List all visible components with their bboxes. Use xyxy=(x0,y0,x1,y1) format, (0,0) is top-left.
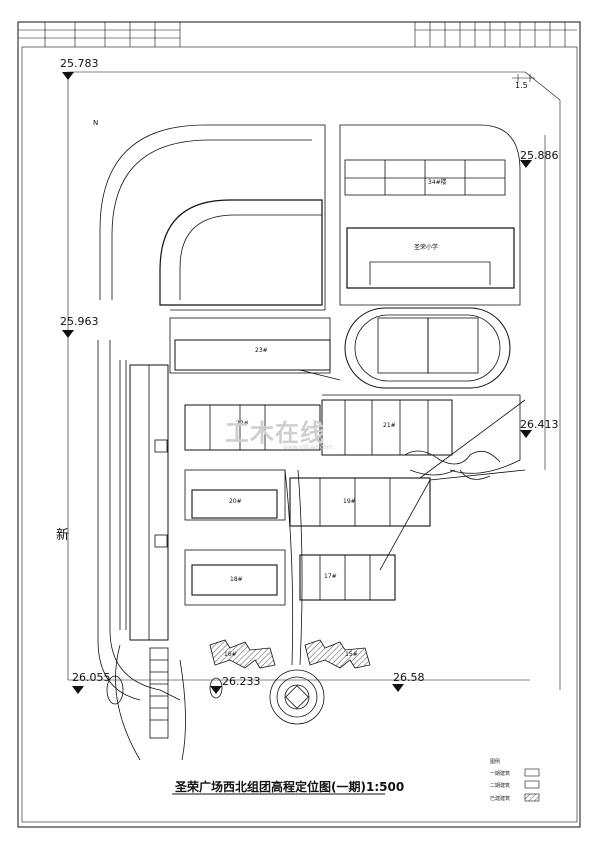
elevation-arrow xyxy=(210,686,222,694)
drawing-title: 圣荣广场西北组团高程定位图(一期)1:500 xyxy=(175,780,405,794)
building-label-school: 圣荣小学 xyxy=(414,244,439,251)
legend-item-existing: 已建建筑 xyxy=(490,796,511,802)
corner-mark: N xyxy=(93,119,99,127)
block-northeast xyxy=(339,124,521,389)
building-label-18: 18# xyxy=(230,576,243,583)
building-20-19-zone xyxy=(184,469,431,527)
building-label-16: 16# xyxy=(224,651,237,658)
elevation-arrow xyxy=(62,330,74,338)
building-22-21-zone xyxy=(184,394,521,474)
outer-frame xyxy=(17,21,581,828)
villas-16-15 xyxy=(209,639,371,669)
elevation-label-mid-left: 25.963 xyxy=(60,315,99,328)
building-label-22: 22# xyxy=(236,420,249,427)
building-label-21: 21# xyxy=(383,422,396,429)
elevation-label-bottom-right: 26.58 xyxy=(393,671,425,684)
elevation-label-bottom-left: 26.055 xyxy=(72,671,111,684)
building-label-34: 34#楼 xyxy=(428,179,447,186)
elevation-label-top-right: 25.886 xyxy=(520,149,559,162)
scale-dimension-label: 1.5 xyxy=(515,81,528,90)
elevation-arrow xyxy=(520,430,532,438)
elevation-arrow xyxy=(62,72,74,80)
legend-item-phase1: 一期建筑 xyxy=(490,771,511,777)
elevation-label-mid-right: 26.413 xyxy=(520,418,559,431)
site-boundary xyxy=(67,71,561,690)
roundabout xyxy=(269,669,325,725)
watermark-url: www.mfcad.com xyxy=(283,444,333,451)
scale-dimension xyxy=(512,74,535,82)
block-northwest xyxy=(99,124,326,311)
elevation-label-top-left: 25.783 xyxy=(60,57,99,70)
elevation-arrow xyxy=(72,686,84,694)
building-label-15: 15# xyxy=(345,651,358,658)
legend-item-phase2: 二期建筑 xyxy=(490,783,511,789)
building-label-23: 23# xyxy=(255,347,268,354)
elevation-arrow xyxy=(520,160,532,168)
west-road xyxy=(97,340,223,761)
building-18-17-zone xyxy=(184,549,396,606)
legend-boxes xyxy=(524,768,540,802)
title-strip-right xyxy=(414,22,577,47)
building-label-17: 17# xyxy=(324,573,337,580)
central-road xyxy=(284,469,303,666)
building-23-zone xyxy=(169,317,341,381)
watermark-text: 工木在线 xyxy=(225,419,325,447)
side-road-label: 新 xyxy=(56,528,70,543)
elevation-arrow xyxy=(392,684,404,692)
building-label-20: 20# xyxy=(229,498,242,505)
title-strip-left xyxy=(18,22,181,47)
inner-frame xyxy=(21,46,578,823)
legend-heading: 图例 xyxy=(490,759,501,765)
elevation-label-bottom-center: 26.233 xyxy=(222,675,261,688)
building-label-19: 19# xyxy=(343,498,356,505)
elevation-markers xyxy=(62,72,532,694)
